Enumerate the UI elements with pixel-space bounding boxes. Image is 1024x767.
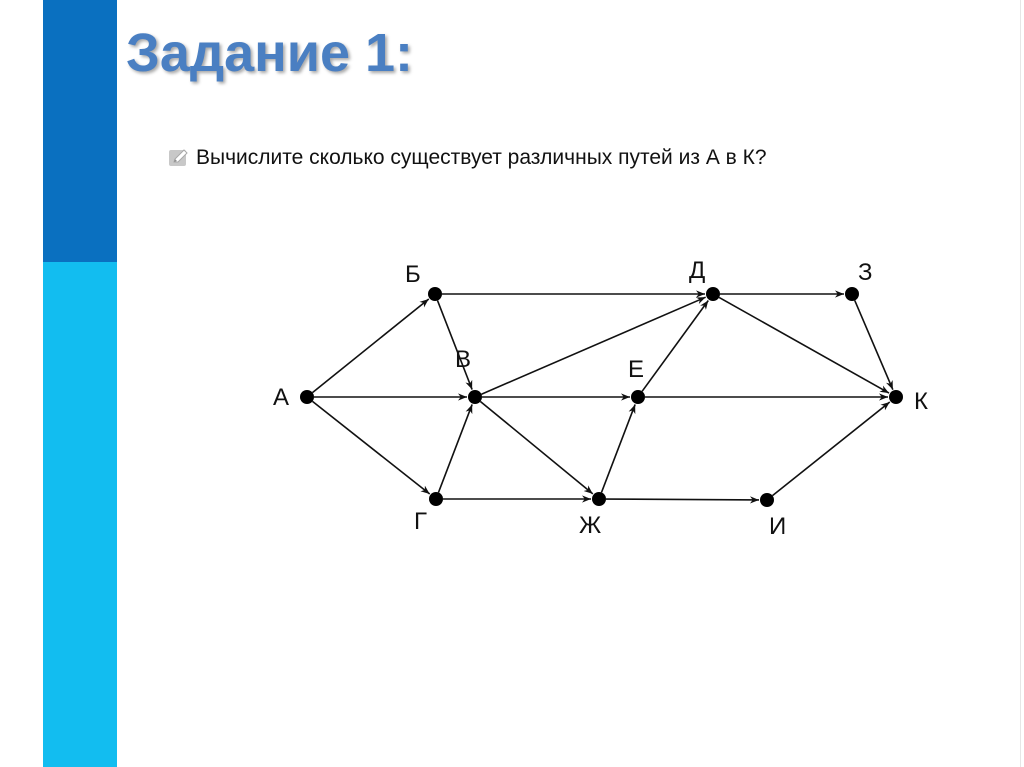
node-label-I: И: [769, 513, 786, 540]
pencil-icon: [169, 149, 188, 166]
node-A: [300, 390, 314, 404]
node-label-D: Д: [689, 257, 705, 284]
node-G: [429, 492, 443, 506]
node-V: [468, 390, 482, 404]
node-label-Zh: Ж: [579, 512, 601, 539]
edge-G-V: [437, 404, 473, 493]
node-K: [889, 390, 903, 404]
task-line: Вычислите сколько существует различных п…: [168, 146, 767, 170]
task-question: Вычислите сколько существует различных п…: [196, 146, 767, 169]
edge-A-B: [311, 298, 430, 394]
graph-edges: [311, 290, 894, 504]
edge-I-K: [771, 401, 891, 497]
slide-title: Задание 1:: [126, 23, 414, 83]
edge-A-G: [311, 400, 431, 495]
graph-labels: А Б В Г Д Е Ж З И К: [273, 257, 928, 540]
node-label-E: Е: [628, 356, 644, 383]
edge-V-D: [481, 296, 706, 395]
accent-bar-dark: [43, 0, 117, 262]
node-E: [631, 390, 645, 404]
node-label-A: А: [273, 384, 289, 411]
edge-Z-K: [854, 300, 894, 390]
node-Zh: [592, 492, 606, 506]
node-label-G: Г: [414, 508, 427, 535]
edge-D-K: [718, 296, 890, 394]
node-D: [706, 287, 720, 301]
edge-Zh-I: [605, 496, 760, 504]
node-B: [428, 287, 442, 301]
node-label-V: В: [455, 346, 471, 373]
edge-E-D: [641, 299, 709, 392]
edge-V-Zh: [479, 400, 594, 495]
node-I: [760, 493, 774, 507]
graph-nodes: [300, 287, 903, 507]
node-label-K: К: [914, 388, 928, 415]
node-Z: [845, 287, 859, 301]
edge-Zh-E: [600, 404, 636, 493]
slide-edge: [1020, 0, 1021, 767]
edge-B-V: [436, 300, 473, 390]
node-label-Z: З: [858, 259, 873, 286]
node-label-B: Б: [405, 261, 421, 288]
accent-bar-light: [43, 262, 117, 767]
